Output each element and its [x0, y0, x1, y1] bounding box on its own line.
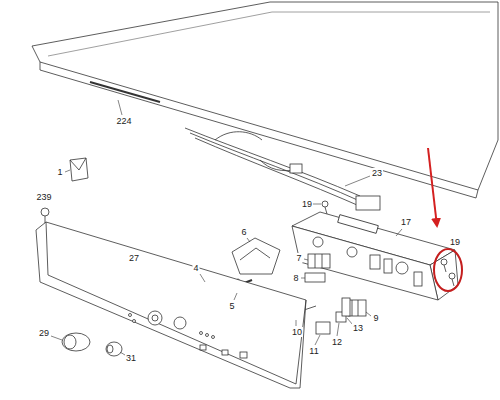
callout-number: 9: [372, 313, 379, 323]
callout-number: 224: [115, 116, 132, 126]
switch: [305, 273, 325, 282]
callout-number: 8: [292, 273, 299, 283]
callout-number: 27: [128, 253, 140, 263]
callout-number: 1: [56, 167, 63, 177]
switch: [348, 300, 366, 316]
callout-number: 4: [192, 263, 199, 273]
callout-number: 7: [295, 253, 302, 263]
screw: [441, 259, 455, 286]
switch: [342, 298, 350, 316]
callout-number: 31: [125, 353, 137, 363]
knob: [106, 342, 122, 356]
callout-number: 17: [400, 217, 412, 227]
callout-number: 12: [331, 337, 343, 347]
callout-number: 23: [371, 168, 383, 178]
wire-harness: [185, 128, 380, 210]
callout-number: 29: [38, 328, 50, 338]
button-guide: [232, 238, 280, 274]
switch: [316, 322, 330, 334]
callout-number: 5: [228, 301, 235, 311]
control-bracket: [292, 212, 458, 300]
callout-number: 10: [291, 327, 303, 337]
highlight-marker: [428, 148, 462, 291]
callout-number: 11: [308, 346, 319, 356]
callout-number: 19: [449, 237, 461, 247]
leader-lines: [51, 100, 402, 355]
screw: [322, 201, 328, 214]
control-console: [36, 222, 306, 388]
manual-envelope: [70, 158, 88, 181]
screw: [41, 208, 49, 224]
switch-block: [308, 254, 330, 268]
top-lid: [32, 2, 498, 198]
callout-number: 19: [301, 199, 313, 209]
callout-number: 13: [352, 323, 364, 333]
callout-number: 6: [240, 227, 247, 237]
callout-number: 239: [35, 192, 52, 202]
knob: [62, 333, 90, 351]
